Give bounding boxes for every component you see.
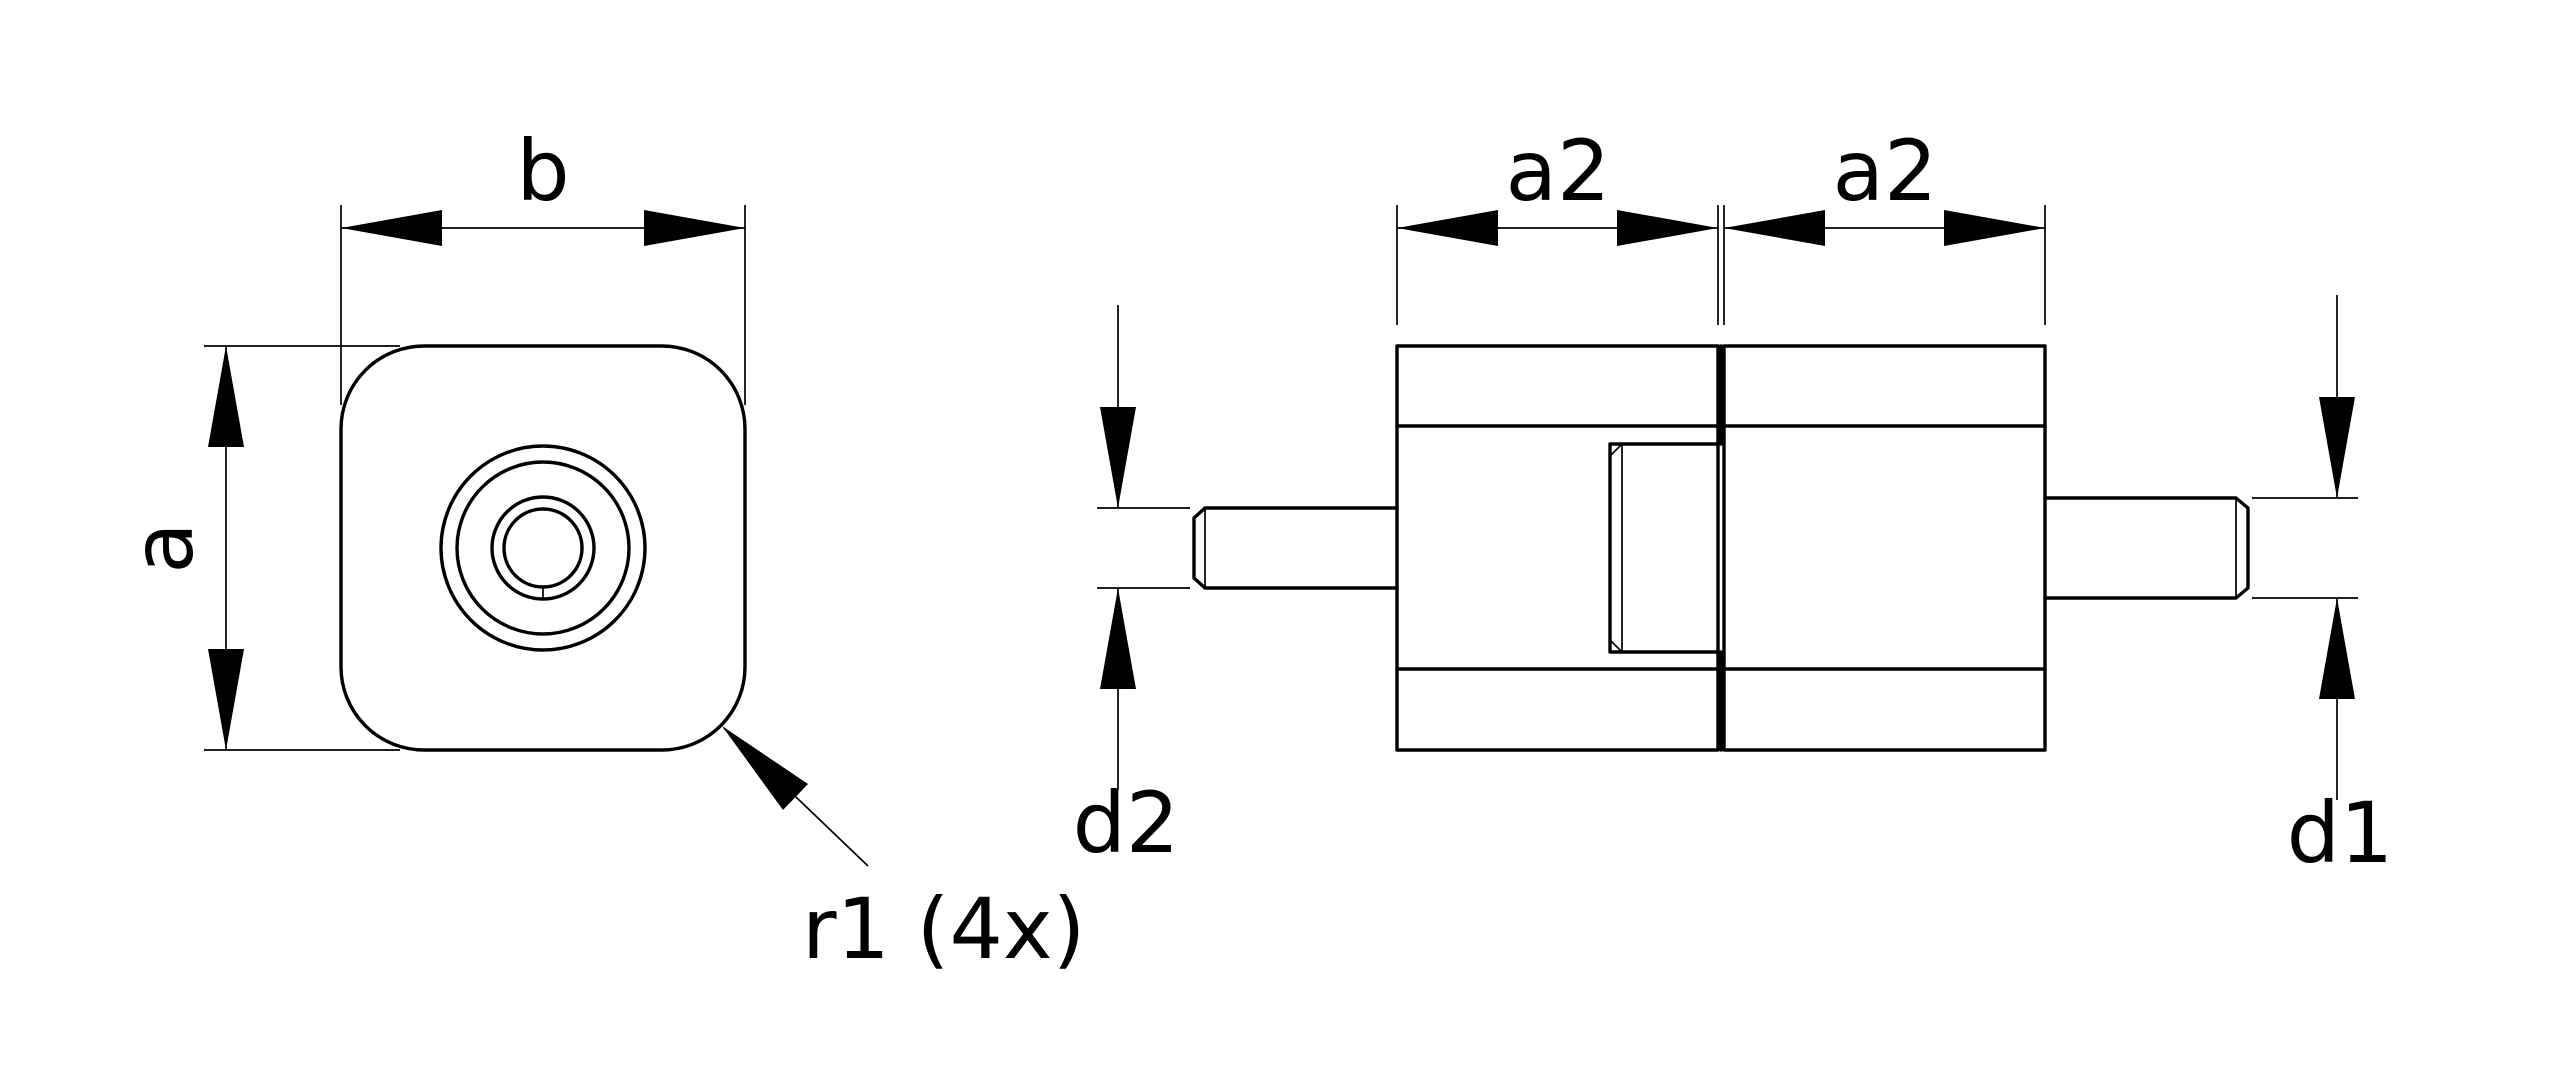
dimension-a: a	[114, 345, 400, 751]
label-d2: d2	[1073, 774, 1180, 872]
dimension-d1: d1	[2252, 295, 2393, 882]
outer-ring-inner	[455, 460, 631, 636]
arrow-right	[644, 210, 745, 246]
front-view-outline	[339, 344, 747, 752]
label-a: a	[114, 522, 212, 573]
arrow-down	[2319, 397, 2355, 498]
arrow-left	[1724, 210, 1825, 246]
arrow-down	[1100, 407, 1136, 508]
front-view	[339, 344, 747, 752]
dimension-a2-right: a2	[1723, 122, 2046, 325]
left-pin	[1192, 506, 1399, 590]
label-r1: r1 (4x)	[802, 880, 1085, 978]
arrow-up	[208, 346, 244, 447]
outer-ring	[439, 444, 647, 652]
dimension-b: b	[340, 122, 746, 405]
bore-outer	[490, 495, 596, 601]
left-body	[1395, 344, 1720, 752]
dimension-d2: d2	[1073, 305, 1190, 872]
arrow-up	[1100, 588, 1136, 689]
right-body	[1722, 344, 2047, 752]
radius-arrow	[722, 726, 808, 810]
radius-callout: r1 (4x)	[722, 726, 1085, 978]
internal-socket	[1608, 442, 1720, 654]
arrow-right	[1944, 210, 2045, 246]
label-a2-right: a2	[1833, 122, 1938, 220]
dimension-a2-left: a2	[1396, 122, 1719, 325]
arrow-left	[1397, 210, 1498, 246]
arrow-up	[2319, 598, 2355, 699]
label-d1: d1	[2287, 784, 2394, 882]
side-view	[1192, 344, 2250, 752]
right-pin	[2043, 496, 2250, 600]
label-a2-left: a2	[1506, 122, 1611, 220]
arrow-left	[341, 210, 442, 246]
label-b: b	[516, 122, 569, 220]
bore-inner	[502, 507, 584, 589]
arrow-right	[1617, 210, 1718, 246]
arrow-down	[208, 649, 244, 750]
